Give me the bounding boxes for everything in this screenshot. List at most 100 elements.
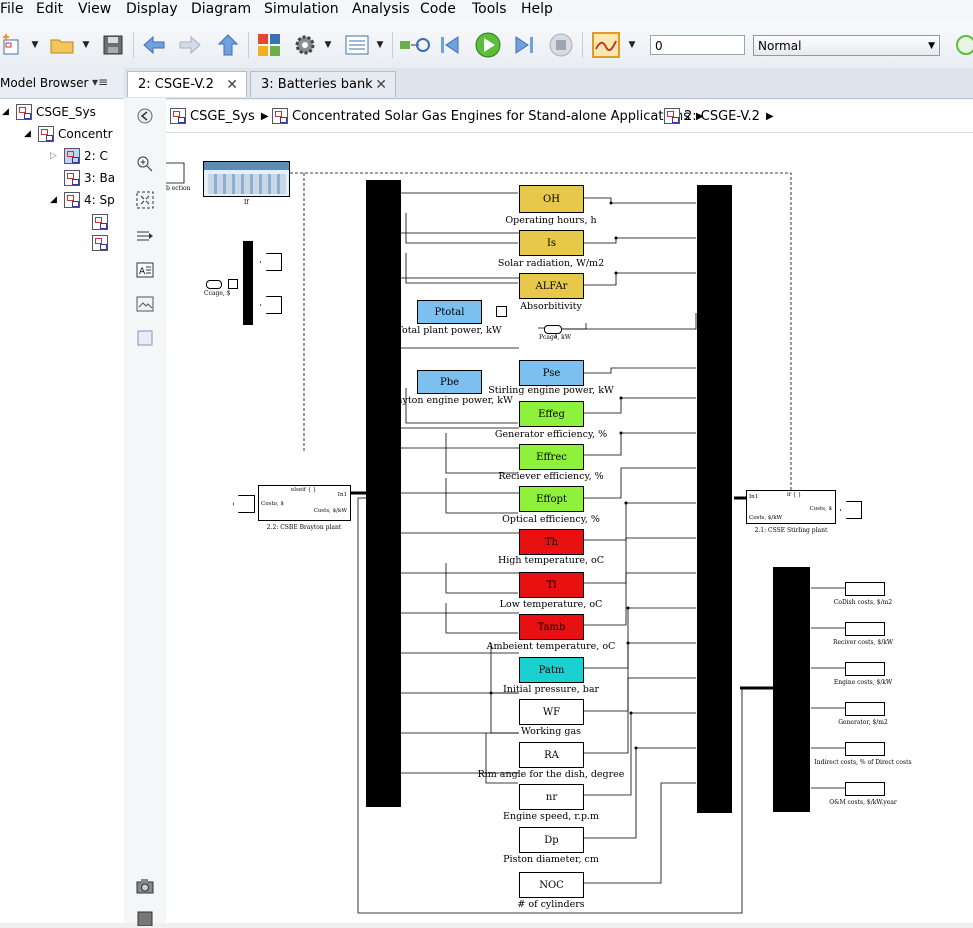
cost-outport-4[interactable] <box>845 702 885 716</box>
param-block-oh[interactable]: OH <box>519 185 584 213</box>
model-explorer-icon[interactable] <box>342 31 372 59</box>
camera-icon[interactable] <box>135 876 155 896</box>
diagram-canvas[interactable]: b ection If Ccage, $ elseif { } In1 Cost… <box>166 133 973 923</box>
settings-gear-icon[interactable] <box>290 31 320 59</box>
chevron-right-icon[interactable]: ▶ <box>696 110 704 122</box>
forward-arrow-icon[interactable] <box>176 31 204 59</box>
back-arrow-icon[interactable] <box>140 31 168 59</box>
step-forward-icon[interactable] <box>510 31 538 59</box>
library-browser-icon[interactable] <box>254 31 284 59</box>
menu-code[interactable]: Code <box>420 1 456 17</box>
tree-collapse-icon[interactable]: ◢ <box>24 129 31 139</box>
scope-data-inspector-icon[interactable] <box>590 31 622 59</box>
cost-outport-1[interactable] <box>845 582 885 596</box>
menu-simulation[interactable]: Simulation <box>264 1 339 17</box>
up-arrow-icon[interactable] <box>214 31 242 59</box>
tree-collapse-icon[interactable]: ◢ <box>50 195 57 205</box>
run-icon[interactable] <box>472 31 504 59</box>
right-bus-creator[interactable] <box>697 185 732 813</box>
info-image-block[interactable] <box>203 161 290 197</box>
param-block-th[interactable]: Th <box>519 529 584 555</box>
stop-time-input[interactable]: 0 <box>650 35 745 55</box>
open-folder-icon[interactable] <box>47 31 77 59</box>
report-icon[interactable] <box>135 908 155 928</box>
tab-batteries-bank[interactable]: 3: Batteries bank ✕ <box>250 71 396 97</box>
tree-item-child-1[interactable] <box>92 213 112 231</box>
goto-tag-1[interactable] <box>260 253 282 271</box>
param-block-pse[interactable]: Pse <box>519 360 584 386</box>
cgage-inport[interactable] <box>206 280 222 289</box>
stirling-plant-subsystem[interactable]: if { } In1 Costs, $ Costs, $/kW <box>746 490 836 524</box>
menu-help[interactable]: Help <box>521 1 553 17</box>
cost-outport-5[interactable] <box>845 742 885 756</box>
param-block-pbe[interactable]: Pbe <box>417 370 482 394</box>
param-block-effeg[interactable]: Effeg <box>519 401 584 427</box>
menu-edit[interactable]: Edit <box>36 1 64 17</box>
settings-dropdown-icon[interactable]: ▼ <box>324 40 332 50</box>
tree-item-batteries[interactable]: 3: Ba <box>64 169 115 187</box>
check-icon[interactable] <box>955 31 973 59</box>
breadcrumb-item-concentrated[interactable]: Concentrated Solar Gas Engines for Stand… <box>272 108 704 124</box>
tree-item-csge-sys[interactable]: ◢ CSGE_Sys <box>2 104 96 120</box>
costs-bus[interactable] <box>773 567 810 812</box>
chevron-right-icon[interactable]: ▶ <box>765 110 774 122</box>
tab-csge-v2[interactable]: 2: CSGE-V.2 ✕ <box>127 71 247 97</box>
param-block-ptotal[interactable]: Ptotal <box>417 300 482 324</box>
param-block-tl[interactable]: Tl <box>519 572 584 598</box>
brayton-plant-subsystem[interactable]: elseif { } In1 Costo, $ Costs, $/kW <box>258 485 351 521</box>
close-icon[interactable]: ✕ <box>226 77 238 93</box>
menu-diagram[interactable]: Diagram <box>191 1 252 17</box>
param-block-dp[interactable]: Dp <box>519 827 584 853</box>
param-block-tamb[interactable]: Tamb <box>519 614 584 640</box>
menu-analysis[interactable]: Analysis <box>352 1 410 17</box>
area-icon[interactable] <box>135 328 155 348</box>
param-block-ra[interactable]: RA <box>519 742 584 768</box>
brayton-from-tag[interactable] <box>233 495 255 513</box>
signal-arrow-icon[interactable] <box>135 226 155 246</box>
param-block-effrec[interactable]: Effrec <box>519 444 584 470</box>
annotation-icon[interactable]: A <box>135 260 155 280</box>
tree-item-child-2[interactable] <box>92 234 112 252</box>
tree-expand-icon[interactable]: ▷ <box>50 151 57 161</box>
param-block-noc[interactable]: NOC <box>519 872 584 898</box>
param-block-effopt[interactable]: Effopt <box>519 486 584 512</box>
ptotal-terminator[interactable] <box>496 306 507 317</box>
tree-item-csge-v2[interactable]: ▷ 2: C <box>50 148 108 164</box>
scope-dropdown-icon[interactable]: ▼ <box>628 40 636 50</box>
left-demux-bar[interactable] <box>243 241 253 325</box>
update-diagram-icon[interactable] <box>398 31 432 59</box>
explorer-dropdown-icon[interactable]: ▼ <box>376 40 384 50</box>
param-block-alfar[interactable]: ALFAr <box>519 273 584 299</box>
simulation-mode-select[interactable]: Normal ▼ <box>753 35 940 56</box>
cgage-gain-block[interactable] <box>228 279 238 289</box>
menu-file[interactable]: File <box>0 1 24 17</box>
close-icon[interactable]: ✕ <box>375 77 387 93</box>
chevron-right-icon[interactable]: ▶ <box>260 110 269 122</box>
breadcrumb-item-csge-v2[interactable]: 2: CSGE-V.2 ▶ <box>664 108 774 124</box>
tree-item-sp[interactable]: ◢ 4: Sp <box>50 192 115 208</box>
stirling-goto-tag[interactable] <box>840 501 862 519</box>
cost-outport-6[interactable] <box>845 782 885 796</box>
param-block-patm[interactable]: Patm <box>519 657 584 683</box>
menu-view[interactable]: View <box>78 1 112 17</box>
left-bus-selector[interactable] <box>366 180 401 807</box>
cost-outport-3[interactable] <box>845 662 885 676</box>
tree-collapse-icon[interactable]: ◢ <box>2 107 9 117</box>
goto-tag-2[interactable] <box>260 296 282 314</box>
param-block-wf[interactable]: WF <box>519 699 584 725</box>
new-dropdown-icon[interactable]: ▼ <box>31 40 39 50</box>
hide-browser-icon[interactable] <box>135 106 155 126</box>
save-icon[interactable] <box>100 31 126 59</box>
open-dropdown-icon[interactable]: ▼ <box>82 40 90 50</box>
new-model-icon[interactable] <box>0 31 24 59</box>
browser-options-icon[interactable]: ▾≡ <box>92 75 109 89</box>
pcage-inport[interactable] <box>544 325 562 334</box>
cost-outport-2[interactable] <box>845 622 885 636</box>
fit-to-view-icon[interactable] <box>135 190 155 210</box>
image-icon[interactable] <box>135 294 155 314</box>
tree-item-concentrated[interactable]: ◢ Concentr <box>24 126 113 142</box>
param-block-is[interactable]: Is <box>519 230 584 256</box>
zoom-in-icon[interactable] <box>135 154 155 174</box>
menu-display[interactable]: Display <box>126 1 178 17</box>
breadcrumb-item-csge-sys[interactable]: CSGE_Sys ▶ <box>170 108 269 124</box>
